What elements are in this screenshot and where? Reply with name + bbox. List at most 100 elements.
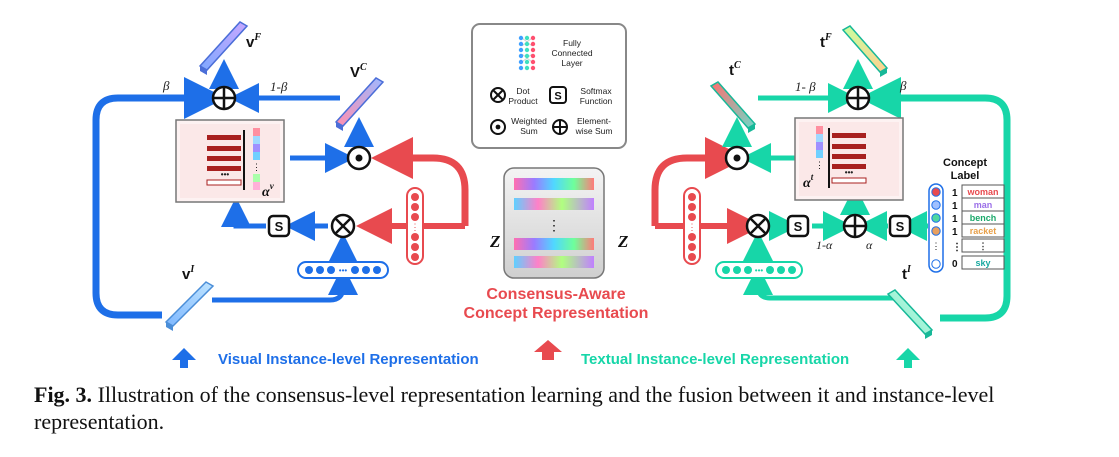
legend-dot-line2: Product (508, 96, 538, 106)
concept-row-value: ⋮ (952, 242, 962, 253)
fusion-diagram: Fully Connected Layer Dot Product S Soft… (92, 21, 1011, 368)
weighted-sum-icon (490, 119, 506, 135)
textual-footer-arrow-icon (896, 348, 920, 368)
softmax-icon: S (549, 86, 567, 104)
visual-footer-arrow-icon (172, 348, 196, 368)
consensus-vector-left: ⋮ (406, 187, 424, 265)
textual-one-minus-beta-label: 1- β (795, 79, 816, 94)
svg-text:⋮: ⋮ (411, 222, 420, 232)
svg-text:⋮: ⋮ (252, 162, 261, 172)
concept-label-panel: Concept Label ⋮ 1 woman 1 man 1 bench 1 … (928, 157, 1005, 273)
concept-row-label: bench (970, 213, 997, 223)
visual-vi-label: vI (182, 264, 195, 283)
visual-pooled-vector: ••• (297, 261, 389, 279)
textual-tc-label: tC (729, 60, 741, 79)
visual-one-minus-beta-label: 1-β (270, 79, 288, 94)
visual-softmax-node: S (267, 214, 291, 238)
svg-text:S: S (896, 219, 905, 234)
textual-element-sum-node-mid (842, 213, 868, 239)
textual-footer-label: Textual Instance-level Representation (581, 351, 849, 368)
figure-caption: Fig. 3. Illustration of the consensus-le… (34, 381, 1094, 435)
svg-text:•••: ••• (755, 266, 764, 275)
visual-beta-label: β (162, 78, 170, 93)
legend-dot-line1: Dot (516, 86, 530, 96)
concept-row-value: 1 (952, 214, 958, 225)
svg-text:⋮: ⋮ (688, 222, 697, 232)
consensus-to-visual-wsum-arrow (371, 137, 469, 226)
svg-text:S: S (554, 91, 561, 103)
visual-vf-label: vF (246, 32, 261, 51)
svg-text:•••: ••• (221, 170, 230, 179)
textual-beta-label: β (899, 78, 907, 93)
legend-box: Fully Connected Layer Dot Product S Soft… (471, 23, 627, 149)
textual-attention-bars: ••• (831, 133, 867, 184)
svg-text:S: S (794, 219, 803, 234)
visual-footer-label: Visual Instance-level Representation (218, 351, 479, 368)
visual-vc-label: VC (350, 62, 367, 81)
figure-number: Fig. 3. (34, 382, 93, 407)
textual-softmax-node-label: S (888, 214, 912, 238)
textual-tc-vector (709, 81, 757, 133)
legend-esum-line1: Element- (577, 116, 611, 126)
consensus-z-right: Z (617, 232, 628, 251)
legend-esum-line2: wise Sum (575, 126, 613, 136)
svg-text:S: S (275, 219, 284, 234)
consensus-label-line1: Consensus-Aware (486, 286, 625, 303)
concept-row-label: woman (966, 187, 998, 197)
concept-label-dots: ⋮ (931, 187, 941, 269)
legend-wsum-line1: Weighted (511, 116, 547, 126)
visual-s-to-attn-arrow (221, 197, 266, 229)
visual-dot-product-node (330, 213, 356, 239)
consensus-label-line2: Concept Representation (464, 305, 649, 322)
textual-one-minus-alpha-label: 1-α (816, 238, 833, 252)
consensus-branch: ⋮ ⋮ Z Z ⋮ Consensus-Aware Concept Repres… (356, 137, 763, 360)
textual-ti-label: tI (902, 264, 912, 283)
consensus-vector-right: ⋮ (683, 187, 701, 265)
visual-concept-strip: ⋮ (252, 128, 261, 190)
visual-element-sum-node (211, 85, 237, 111)
textual-softmax-node: S (786, 214, 810, 238)
visual-beta-loop (92, 77, 226, 319)
visual-vc-vector (334, 77, 385, 131)
concept-label-title-line2: Label (951, 170, 980, 182)
consensus-footer-arrow-icon (534, 340, 562, 360)
visual-branch: S vF VC β 1-β ••• (92, 21, 479, 368)
concept-label-rows: 1 woman 1 man 1 bench 1 racket ⋮ ⋮ 0 sky (952, 184, 1005, 270)
concept-row-value: 1 (952, 201, 958, 212)
legend-softmax-line2: Function (580, 96, 613, 106)
textual-concept-strip: ⋮ (815, 126, 824, 170)
concept-row-label: sky (975, 258, 990, 268)
legend-fc-line2: Connected (551, 48, 592, 58)
concept-row-label: racket (970, 226, 997, 236)
visual-vi-to-pool-arrow (212, 265, 358, 303)
svg-text:•••: ••• (339, 266, 348, 275)
visual-attention-panel: ••• ⋮ αv (175, 119, 285, 203)
svg-text:⋮: ⋮ (815, 160, 824, 170)
textual-weighted-sum-node (724, 145, 750, 171)
textual-branch: S S 1-α α tC tF 1- β β (581, 25, 1011, 368)
legend-wsum-line2: Sum (520, 126, 537, 136)
textual-tf-label: tF (820, 32, 832, 51)
figure-caption-text: Illustration of the consensus-level repr… (34, 382, 995, 434)
textual-attention-panel: ⋮ ••• αt (794, 117, 904, 201)
visual-vf-vector (198, 21, 249, 75)
dot-product-icon (490, 87, 506, 103)
textual-dot-product-node (745, 213, 771, 239)
svg-text:•••: ••• (845, 168, 854, 177)
visual-vi-vector (164, 281, 215, 331)
textual-alpha-t-label: αt (803, 172, 814, 191)
concept-row-label: man (974, 200, 993, 210)
textual-ti-vector (886, 289, 934, 339)
concept-row-label: ⋮ (979, 241, 988, 251)
element-wise-sum-icon (552, 119, 568, 135)
textual-ti-to-pool-arrow (743, 265, 900, 301)
concept-row-value: 1 (952, 227, 958, 238)
legend-fc-line1: Fully (563, 38, 582, 48)
textual-tf-vector (841, 25, 889, 77)
legend-softmax-line1: Softmax (580, 86, 612, 96)
visual-attention-bars: ••• (206, 135, 242, 186)
textual-pooled-vector: ••• (715, 261, 803, 279)
svg-text:⋮: ⋮ (547, 217, 561, 233)
visual-weighted-sum-node (346, 145, 372, 171)
